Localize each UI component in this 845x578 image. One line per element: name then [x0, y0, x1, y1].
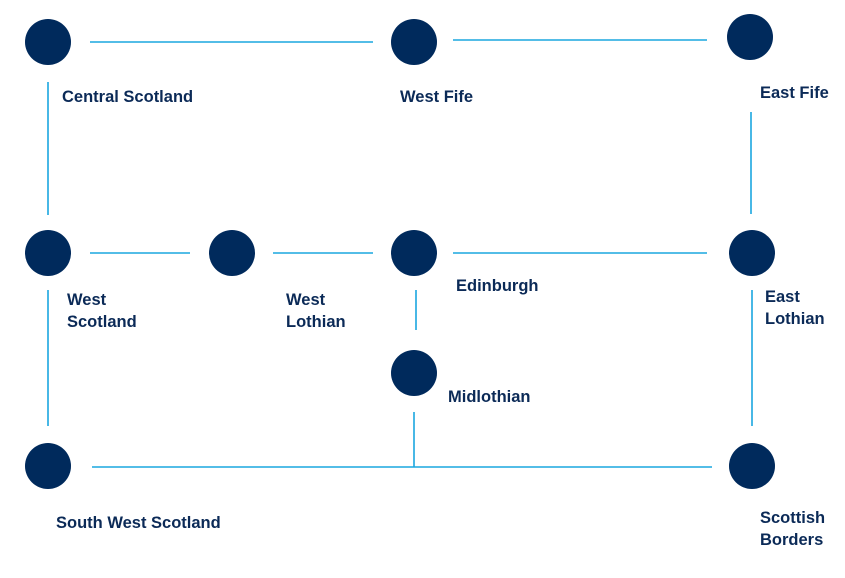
node-east-fife	[727, 14, 773, 60]
node-west-scotland	[25, 230, 71, 276]
label-west-scotland: West Scotland	[67, 289, 137, 333]
label-west-scotland-line-1: West	[67, 291, 107, 309]
node-circles	[25, 14, 775, 489]
node-midlothian	[391, 350, 437, 396]
label-west-lothian-line-2: Lothian	[286, 313, 346, 331]
label-west-fife: West Fife	[400, 86, 473, 108]
label-south-west-scotland-line-1: South West Scotland	[56, 514, 221, 532]
label-scottish-borders-line-1: Scottish	[760, 509, 826, 527]
label-east-fife: East Fife	[760, 82, 829, 104]
node-east-lothian	[729, 230, 775, 276]
label-east-lothian-line-2: Lothian	[765, 310, 825, 328]
label-west-fife-line-1: West Fife	[400, 88, 474, 106]
node-west-lothian	[209, 230, 255, 276]
label-south-west-scotland: South West Scotland	[56, 512, 221, 534]
label-west-lothian-line-1: West	[286, 291, 326, 309]
label-edinburgh: Edinburgh	[456, 275, 538, 297]
node-south-west-scotland	[25, 443, 71, 489]
node-scottish-borders	[729, 443, 775, 489]
label-edinburgh-line-1: Edinburgh	[456, 277, 539, 295]
label-scottish-borders-line-2: Borders	[760, 531, 824, 549]
label-midlothian: Midlothian	[448, 386, 530, 408]
label-east-lothian: East Lothian	[765, 286, 825, 330]
node-west-fife	[391, 19, 437, 65]
node-edinburgh	[391, 230, 437, 276]
label-central-scotland-line-1: Central Scotland	[62, 88, 194, 106]
label-central-scotland: Central Scotland	[62, 86, 193, 108]
label-midlothian-line-1: Midlothian	[448, 388, 531, 406]
node-central-scotland	[25, 19, 71, 65]
label-scottish-borders: Scottish Borders	[760, 507, 825, 551]
label-west-scotland-line-2: Scotland	[67, 313, 137, 331]
label-west-lothian: West Lothian	[286, 289, 346, 333]
label-east-lothian-line-1: East	[765, 288, 800, 306]
connector-lines	[47, 39, 753, 468]
label-east-fife-line-1: East Fife	[760, 84, 829, 102]
